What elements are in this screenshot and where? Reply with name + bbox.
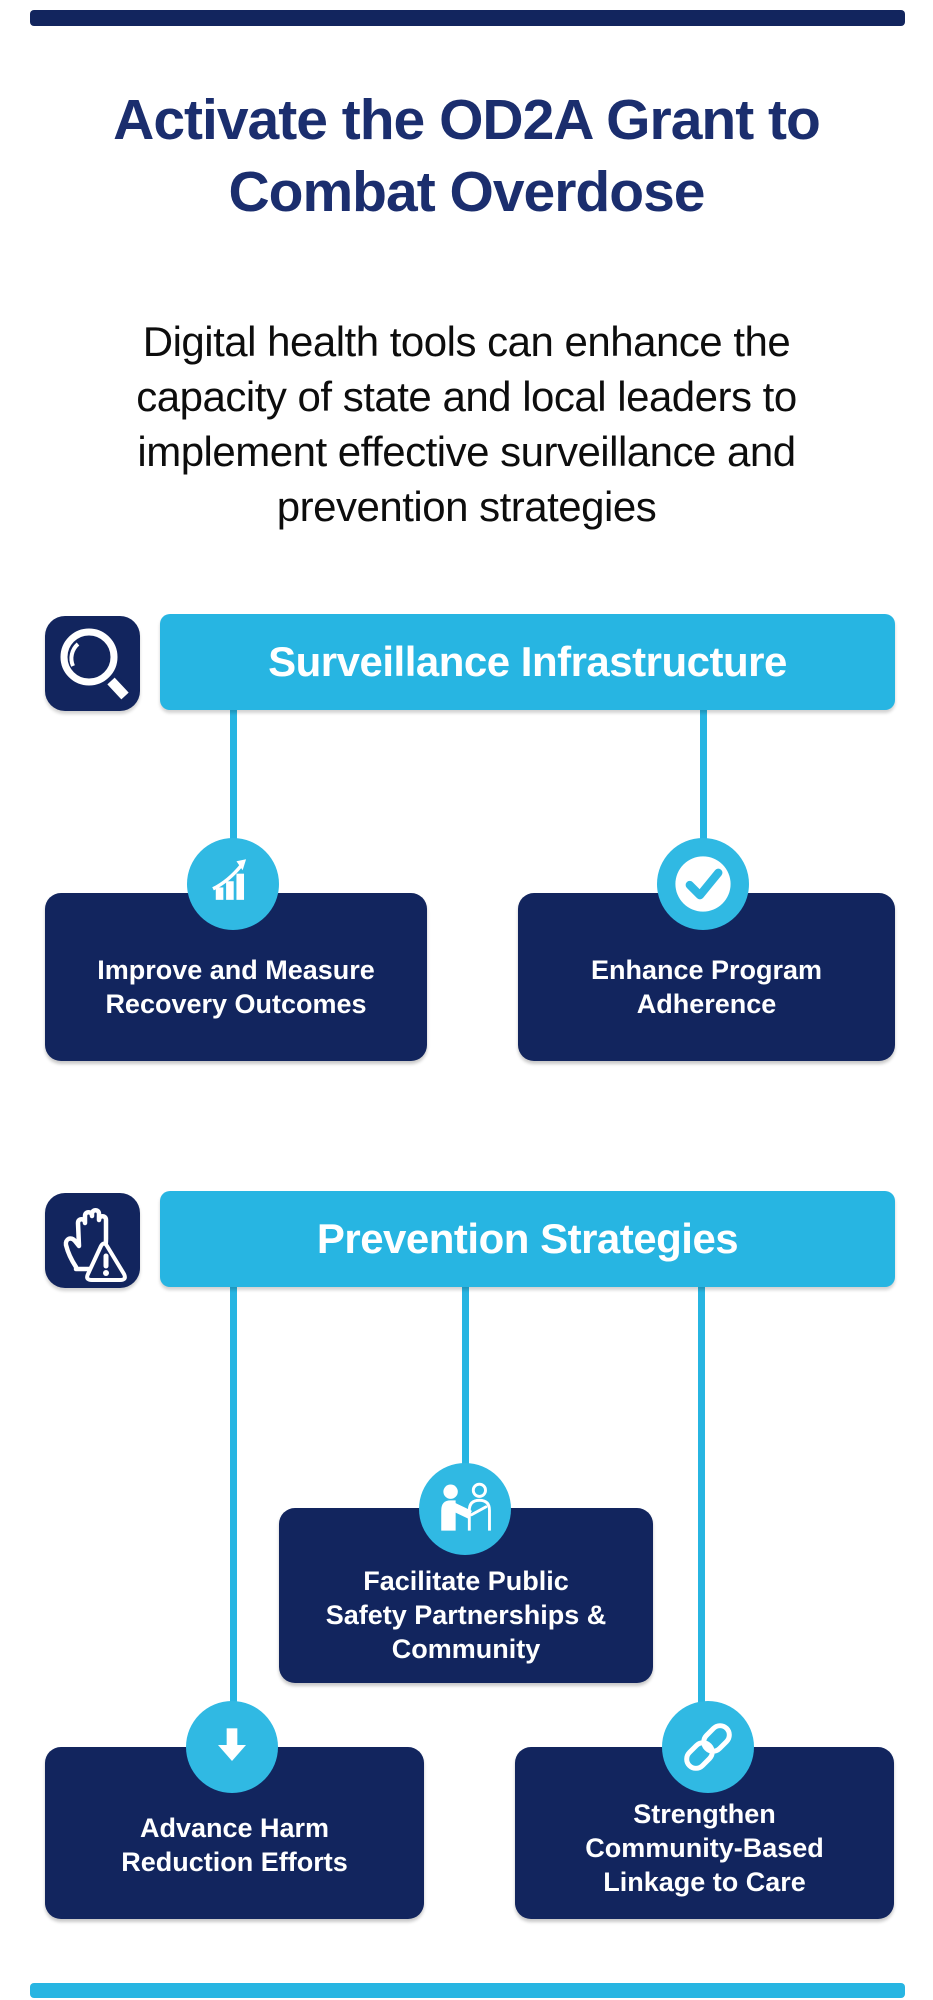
surveillance-banner-label: Surveillance Infrastructure — [268, 638, 787, 685]
growth-chart-icon-circle — [187, 838, 279, 930]
connector-prevention-right — [698, 1287, 705, 1704]
card-enhance-program-adherence: Enhance Program Adherence — [518, 893, 895, 1061]
top-accent-bar — [30, 10, 905, 26]
down-arrow-icon — [218, 1728, 246, 1761]
page-subtitle: Digital health tools can enhance the cap… — [136, 318, 797, 530]
checkmark-icon-circle — [657, 838, 749, 930]
connector-surveillance-right — [700, 710, 707, 841]
connector-surveillance-left — [230, 710, 237, 841]
surveillance-section-icon-tile — [45, 616, 140, 711]
prevention-banner-label: Prevention Strategies — [316, 1215, 739, 1262]
prevention-banner: Prevention Strategies — [160, 1191, 895, 1287]
prevention-section-icon-tile — [45, 1193, 140, 1288]
page-title: Activate the OD2A Grant to Combat Overdo… — [113, 88, 821, 224]
growth-chart-icon — [212, 859, 247, 900]
chain-link-icon-circle — [662, 1701, 754, 1793]
chain-link-icon — [684, 1723, 732, 1771]
bottom-accent-bar — [30, 1983, 905, 1998]
magnifier-icon — [60, 628, 132, 702]
down-arrow-icon-circle — [186, 1701, 278, 1793]
checkmark-icon — [675, 856, 731, 912]
surveillance-banner: Surveillance Infrastructure — [160, 614, 895, 710]
partnership-icon-circle — [419, 1463, 511, 1555]
partnership-icon — [441, 1482, 491, 1531]
connector-prevention-left — [230, 1287, 237, 1704]
hand-warning-icon — [63, 1208, 127, 1282]
connector-prevention-middle — [462, 1287, 469, 1465]
